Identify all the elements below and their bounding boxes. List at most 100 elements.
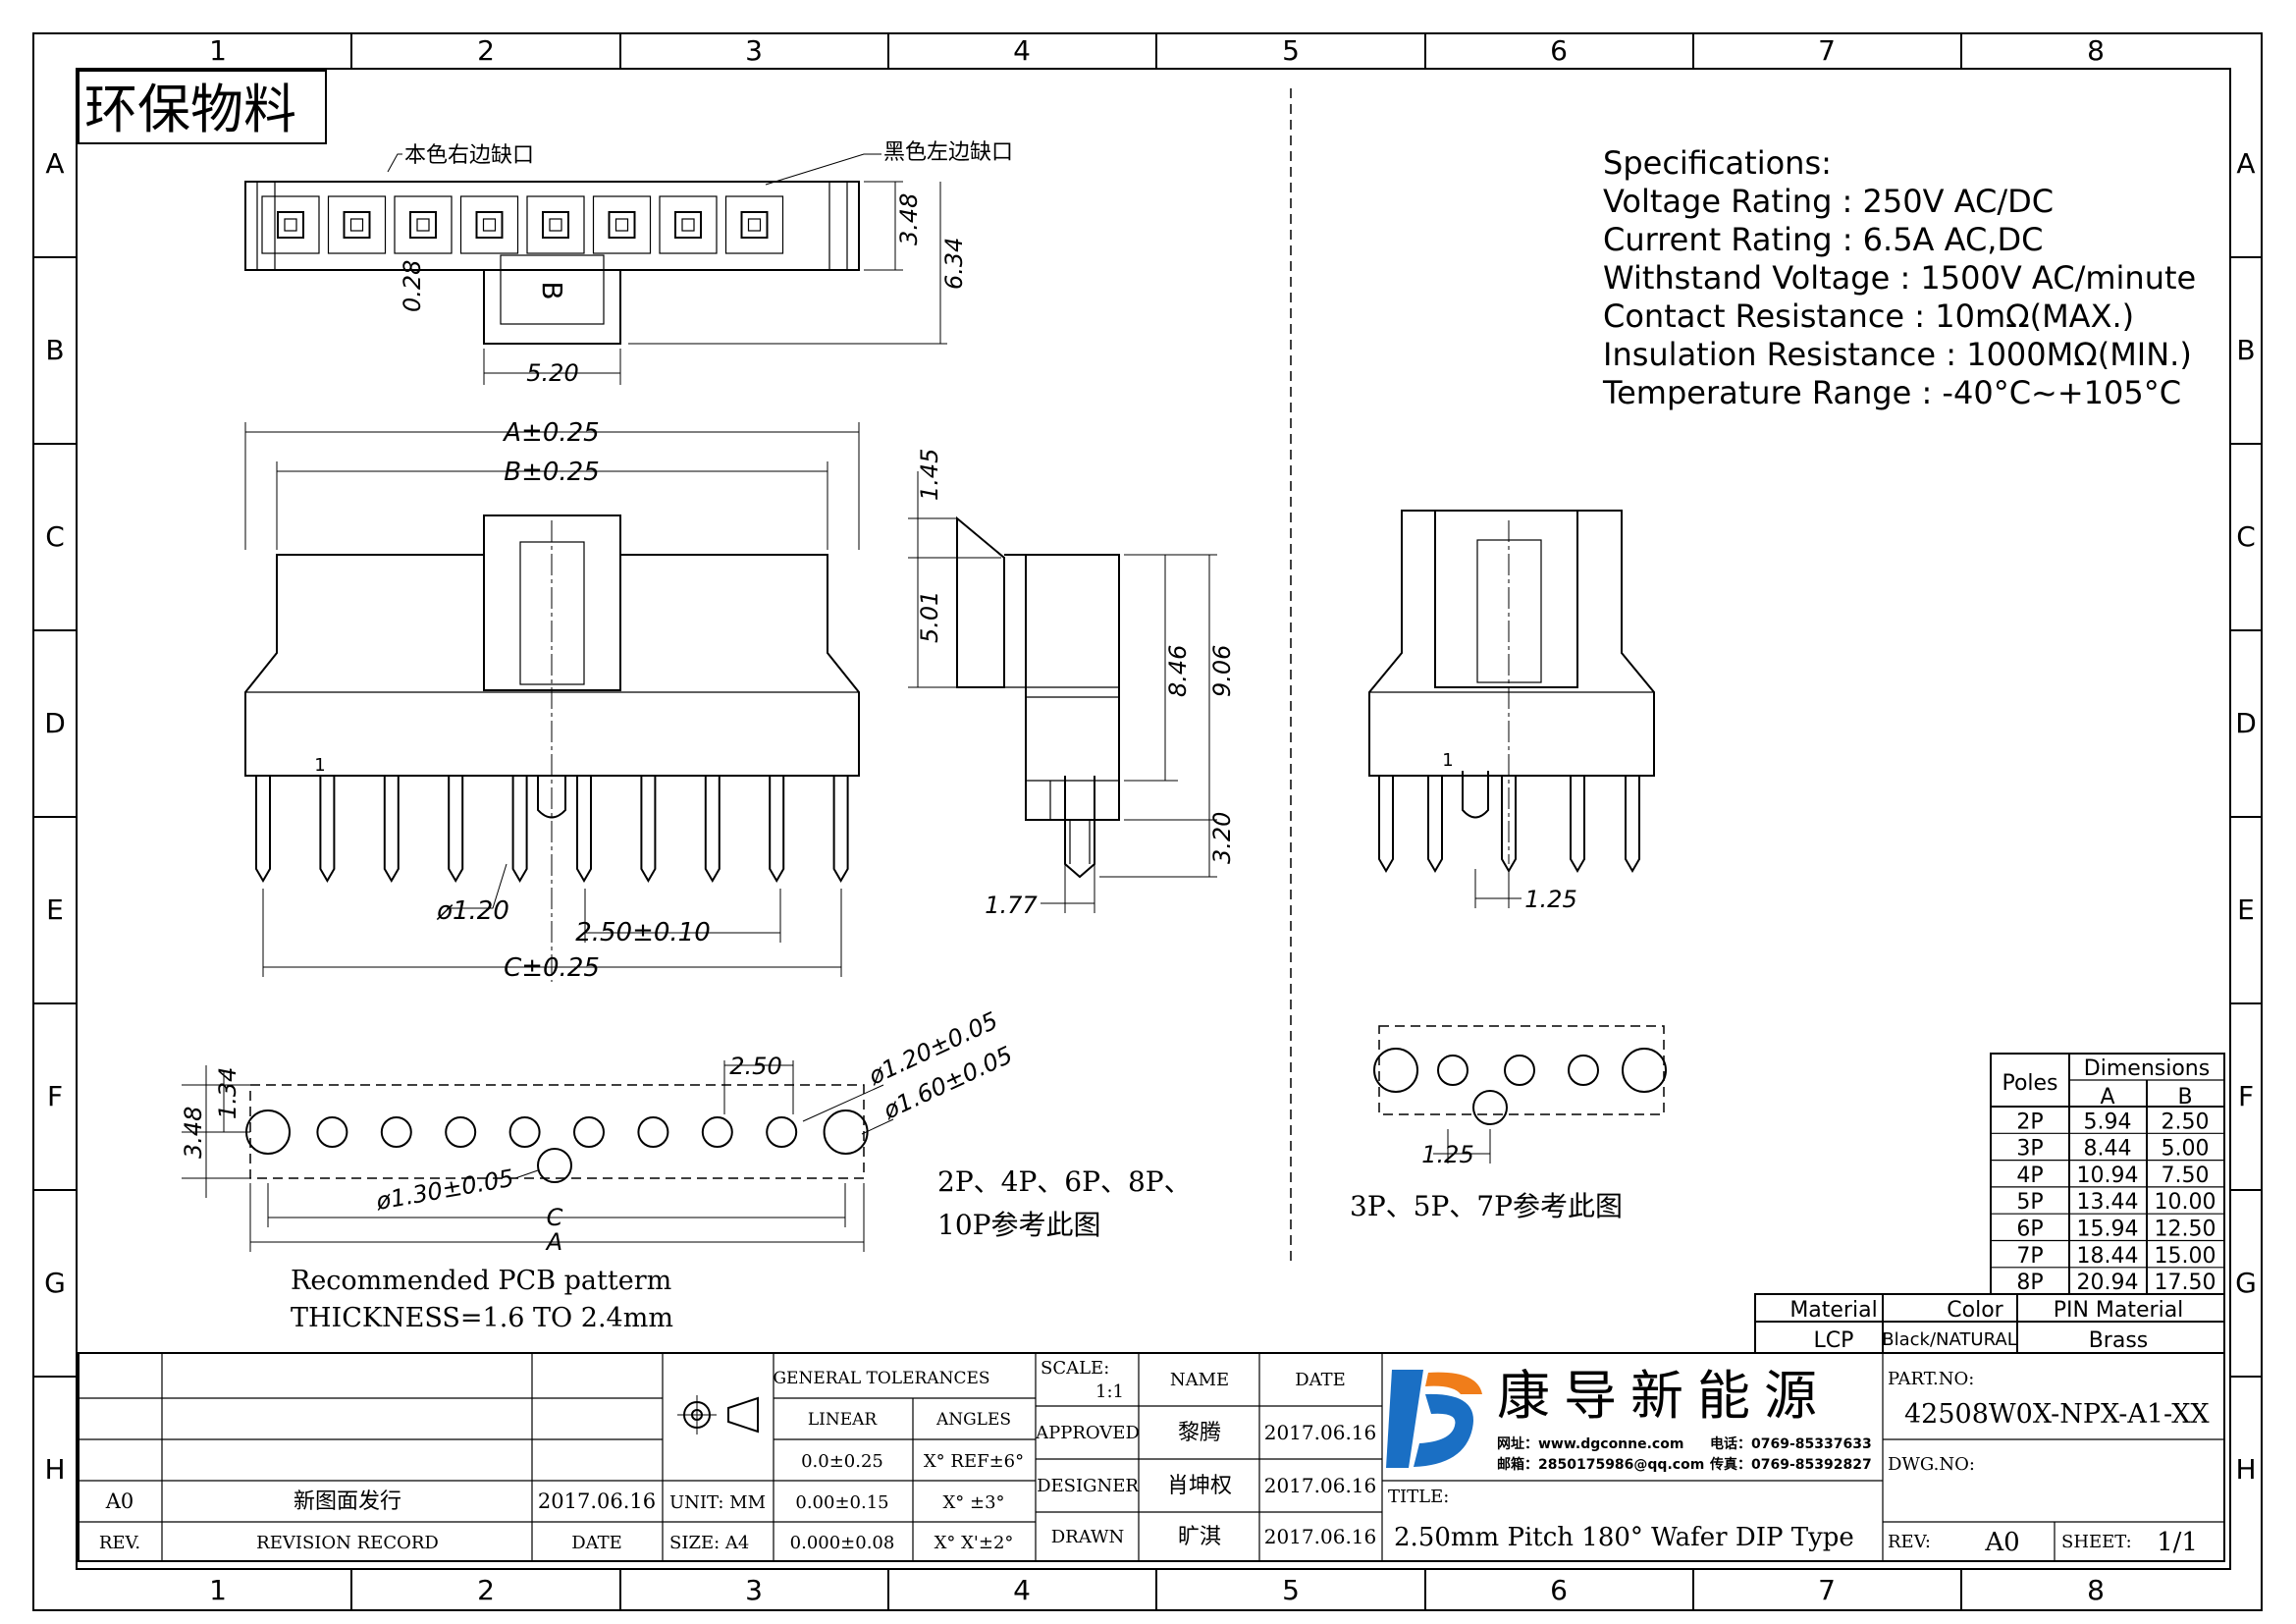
dim-9-06: 9.06 (1208, 645, 1236, 697)
pcb-hole (508, 1116, 541, 1148)
dim-3-48: 3.48 (895, 193, 923, 245)
row-label-g-r: G (2235, 1267, 2257, 1299)
row-label-h: H (44, 1453, 65, 1486)
row-label-e: E (46, 893, 64, 926)
front-pin (832, 776, 849, 883)
front-pin (769, 776, 785, 883)
dim-row-b: 5.00 (2162, 1137, 2210, 1162)
pcb-hole (766, 1116, 798, 1148)
top-cavity-contact (349, 218, 364, 232)
col-label-1: 1 (209, 34, 227, 67)
pcb-holes (245, 1110, 869, 1155)
part-number: 42508W0X-NPX-A1-XX (1904, 1399, 2210, 1430)
dim-0-28: 0.28 (399, 260, 426, 312)
dim-5-20: 5.20 (526, 359, 578, 387)
pin-material-header: PIN Material (2054, 1298, 2184, 1323)
approved-label: APPROVED (1035, 1423, 1140, 1443)
dim-row-poles: 4P (2016, 1164, 2043, 1188)
dim-1-77: 1.77 (985, 892, 1038, 919)
row-label-f-r: F (2238, 1080, 2254, 1112)
top-cavity-contact (614, 218, 629, 232)
top-cavity-terminal (277, 211, 304, 239)
top-cavity-contact (747, 218, 762, 232)
pcb-hole (316, 1116, 348, 1148)
dim-5-01: 5.01 (916, 591, 943, 643)
col-label-8: 8 (2087, 34, 2105, 67)
pin-material-value: Brass (2089, 1328, 2149, 1353)
dim-c: C±0.25 (504, 953, 600, 983)
top-cavity-contact (284, 218, 297, 232)
odd-pcb-dim-1-25: 1.25 (1421, 1141, 1473, 1168)
col-label-2: 2 (477, 34, 495, 67)
top-cavity-terminal (409, 211, 437, 239)
top-cavity (592, 195, 652, 254)
drawn-date: 2017.06.16 (1264, 1525, 1377, 1548)
drawn-label: DRAWN (1051, 1527, 1125, 1547)
pcb-peg-hole (537, 1148, 572, 1183)
front-pin (383, 776, 400, 883)
col-label-3b: 3 (745, 1574, 763, 1606)
col-label-3: 3 (745, 34, 763, 67)
top-cavity (659, 195, 718, 254)
pcb-hole (823, 1110, 869, 1155)
dim-row-b: 15.00 (2155, 1244, 2216, 1269)
dims-col-a: A (2100, 1085, 2114, 1110)
row-label-f: F (47, 1080, 63, 1112)
col-label-4: 4 (1013, 34, 1031, 67)
dim-row-poles: 5P (2016, 1190, 2043, 1215)
dim-pitch: 2.50±0.10 (575, 918, 711, 947)
pcb-dim-c: C (547, 1204, 563, 1231)
tol-ang-1: X° REF±6° (924, 1451, 1024, 1472)
dwg-no-label: DWG.NO: (1888, 1454, 1975, 1475)
odd-pcb-hole (1622, 1048, 1667, 1093)
dim-row-poles: 8P (2016, 1271, 2043, 1295)
odd-pcb-hole (1568, 1055, 1599, 1086)
odd-pin1-label: 1 (1442, 750, 1453, 771)
top-cavity-terminal (608, 211, 636, 239)
spec-voltage: Voltage Rating : 250V AC/DC (1603, 183, 2054, 220)
specifications: Specifications: Voltage Rating : 250V AC… (1602, 144, 2196, 411)
pcb-hole (701, 1116, 733, 1148)
dim-pin-dia: ø1.20 (436, 896, 509, 926)
drawing-frame: 1 2 3 4 5 6 7 8 1 2 3 4 5 6 7 8 A B C D … (32, 32, 2263, 1611)
pcb-note-2: THICKNESS=1.6 TO 2.4mm (291, 1303, 673, 1333)
poles-header: Poles (2002, 1071, 2057, 1096)
front-pin (511, 776, 528, 883)
col-label-7b: 7 (1818, 1574, 1836, 1606)
row-label-c-r: C (2236, 520, 2256, 553)
top-cavity-terminal (674, 211, 702, 239)
spec-insulation: Insulation Resistance : 1000MΩ(MIN.) (1603, 336, 2192, 373)
pcb-dim-peg: ø1.30±0.05 (373, 1164, 515, 1216)
title-block: A0 新图面发行 2017.06.16 REV. REVISION RECORD… (78, 1352, 2225, 1562)
dim-row-b: 2.50 (2162, 1110, 2210, 1134)
dim-8-46: 8.46 (1164, 645, 1192, 697)
row-label-a: A (45, 147, 64, 180)
rev-date-head: DATE (571, 1533, 622, 1553)
top-cavity (724, 195, 784, 254)
eco-material-badge: 环保物料 (78, 70, 327, 144)
odd-front-pin (1427, 776, 1443, 873)
dim-row-poles: 2P (2016, 1110, 2043, 1134)
top-cavity-terminal (475, 211, 504, 239)
drawn-name: 旷淇 (1178, 1525, 1221, 1549)
pcb-pattern-view: 2.50 ø1.20±0.05 ø1.60±0.05 ø1.30±0.05 3.… (180, 1006, 1192, 1333)
dim-row-a: 15.94 (2077, 1218, 2139, 1242)
row-label-d: D (44, 707, 66, 739)
dim-row-poles: 7P (2016, 1244, 2043, 1269)
row-label-h-r: H (2235, 1453, 2256, 1486)
dim-3-20: 3.20 (1208, 812, 1236, 864)
company-logo (1386, 1370, 1482, 1468)
odd-pcb-hole (1437, 1055, 1468, 1086)
odd-caption: 3P、5P、7P参考此图 (1350, 1190, 1623, 1222)
linear-label: LINEAR (808, 1410, 879, 1430)
dims-col-b: B (2177, 1085, 2192, 1110)
part-no-label: PART.NO: (1888, 1369, 1974, 1389)
dim-a: A±0.25 (502, 418, 599, 448)
designer-name: 肖坤权 (1167, 1474, 1232, 1498)
pcb-note-1: Recommended PCB patterm (291, 1266, 671, 1296)
top-cavity (394, 195, 453, 254)
company-phone: 电话：0769-85337633 (1710, 1435, 1872, 1452)
dim-row-poles: 3P (2016, 1137, 2043, 1162)
spec-withstand: Withstand Voltage : 1500V AC/minute (1603, 259, 2196, 297)
